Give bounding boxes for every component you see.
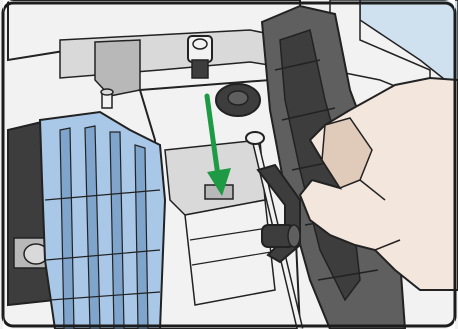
connector-knob-icon — [188, 36, 212, 78]
dial-icon — [216, 84, 260, 116]
cavity-plate — [185, 200, 275, 305]
roller-icon — [262, 225, 300, 247]
roller-icon-part — [288, 225, 300, 247]
bolt-icon — [101, 89, 113, 108]
connector-knob-icon-part — [192, 60, 208, 78]
roller-shaft-part — [246, 132, 264, 144]
bolt-icon-part — [101, 89, 113, 95]
dial-icon-part — [228, 91, 248, 105]
connector-knob-icon-part — [193, 39, 207, 49]
housing-recess — [95, 40, 140, 96]
